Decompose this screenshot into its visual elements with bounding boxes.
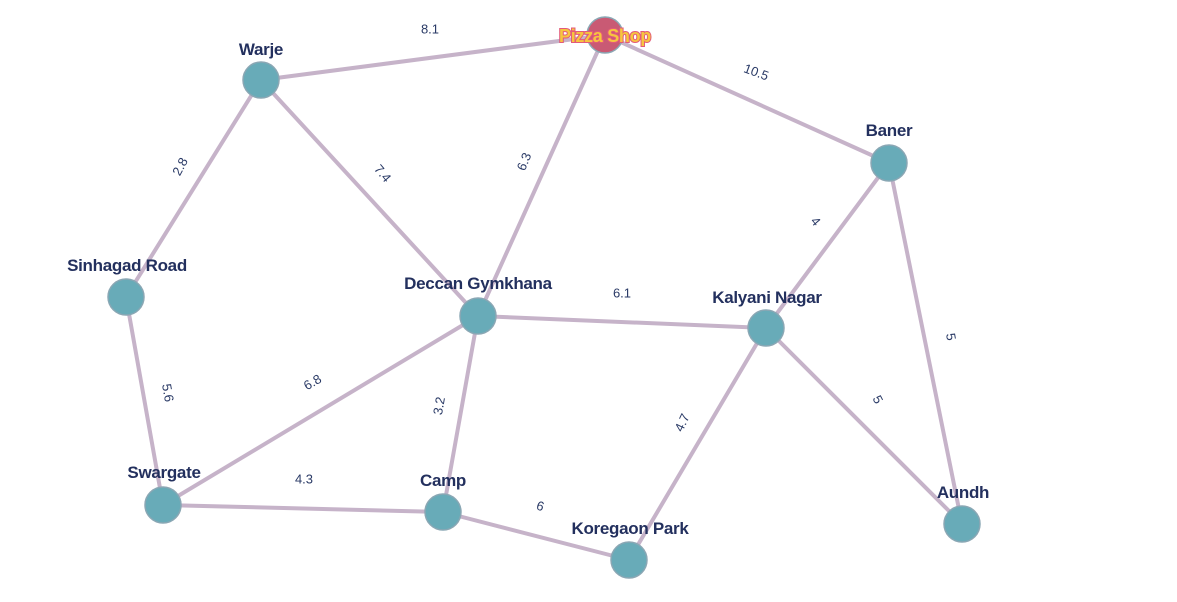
- edge-weight-warje-deccan: 7.4: [371, 162, 394, 185]
- edge-weight-warje-pizza: 8.1: [421, 21, 439, 36]
- node-swargate[interactable]: [144, 486, 182, 524]
- node-aundh[interactable]: [943, 505, 981, 543]
- edge-warje-sinhagad: [124, 78, 263, 299]
- edge-pizza-deccan: [476, 33, 607, 318]
- edge-warje-pizza: [259, 33, 607, 82]
- edges-layer: [124, 33, 964, 562]
- edge-weight-pizza-baner: 10.5: [742, 61, 771, 84]
- edge-weight-kalyani-aundh: 5: [870, 393, 887, 406]
- nodes-layer: [107, 16, 981, 579]
- edge-swargate-camp: [161, 503, 445, 514]
- edge-weight-baner-kalyani: 4: [808, 214, 824, 229]
- weights-layer: 8.1 10.5 2.8 7.4 6.3 4 5 6.1 5.6 6.8 3.2 4.3 6 4.7 5: [159, 21, 959, 514]
- edge-weight-deccan-kalyani: 6.1: [613, 285, 631, 300]
- edge-weight-sinhagad-swargate: 5.6: [159, 383, 177, 403]
- edge-weight-swargate-deccan: 6.8: [301, 371, 324, 393]
- edge-sinhagad-swargate: [124, 295, 165, 507]
- edge-camp-koregaon: [441, 510, 631, 562]
- edge-kalyani-koregaon: [627, 326, 768, 562]
- node-label-deccan: Deccan Gymkhana: [404, 274, 552, 293]
- node-label-aundh: Aundh: [937, 483, 989, 502]
- node-sinhagad[interactable]: [107, 278, 145, 316]
- node-kalyani[interactable]: [747, 309, 785, 347]
- edge-weight-camp-koregaon: 6: [535, 498, 547, 515]
- node-baner[interactable]: [870, 144, 908, 182]
- edge-swargate-deccan: [161, 314, 480, 507]
- edge-baner-aundh: [887, 161, 964, 526]
- edge-weight-swargate-camp: 4.3: [295, 471, 313, 486]
- edge-weight-pizza-deccan: 6.3: [514, 150, 535, 172]
- node-camp[interactable]: [424, 493, 462, 531]
- edge-weight-kalyani-koregaon: 4.7: [671, 411, 692, 434]
- edge-weight-deccan-camp: 3.2: [430, 396, 448, 416]
- node-label-swargate: Swargate: [127, 463, 200, 482]
- node-pizza[interactable]: [586, 16, 624, 54]
- edge-pizza-baner: [603, 33, 891, 165]
- node-label-kalyani: Kalyani Nagar: [712, 288, 822, 307]
- node-koregaon[interactable]: [610, 541, 648, 579]
- edge-deccan-camp: [441, 314, 480, 514]
- node-label-camp: Camp: [420, 471, 466, 490]
- node-warje[interactable]: [242, 61, 280, 99]
- edge-weight-baner-aundh: 5: [943, 332, 959, 342]
- node-label-koregaon: Koregaon Park: [571, 519, 689, 538]
- edge-deccan-kalyani: [476, 314, 768, 330]
- edge-weight-warje-sinhagad: 2.8: [169, 155, 191, 178]
- node-label-warje: Warje: [239, 40, 283, 59]
- edge-warje-deccan: [259, 78, 480, 318]
- edge-baner-kalyani: [764, 161, 891, 330]
- node-label-sinhagad: Sinhagad Road: [67, 256, 187, 275]
- edge-kalyani-aundh: [764, 326, 964, 526]
- node-label-pizza: Pizza Shop: [559, 26, 651, 46]
- node-label-baner: Baner: [866, 121, 913, 140]
- node-deccan[interactable]: [459, 297, 497, 335]
